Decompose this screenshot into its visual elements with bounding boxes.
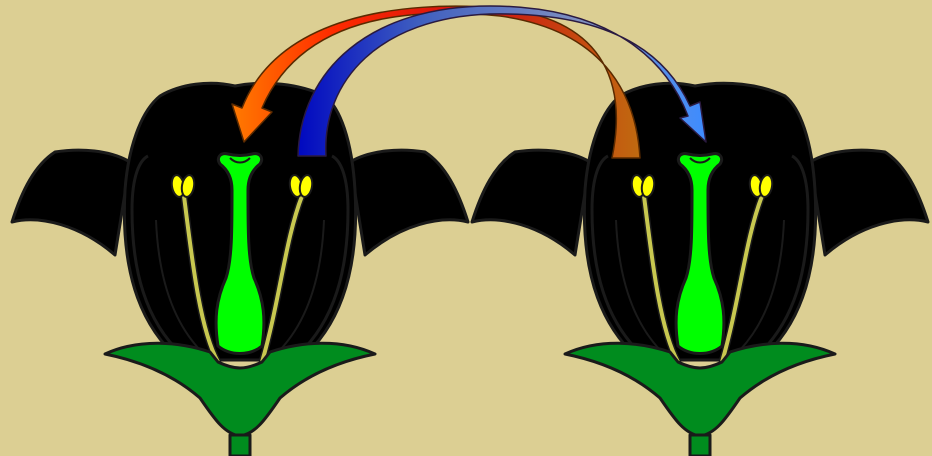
- flower-right: [472, 83, 928, 456]
- flower-left: [12, 83, 468, 456]
